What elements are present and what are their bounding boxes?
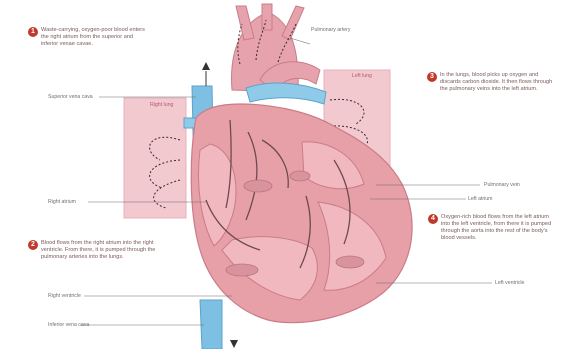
label-pulmonary-vein: Pulmonary vein [484,182,520,188]
label-right-lung: Right lung [150,102,173,108]
label-pulmonary-artery: Pulmonary artery [311,27,351,33]
label-inferior-vena-cava: Inferior vena cava [48,322,89,328]
label-left-ventricle: Left ventricle [495,280,524,286]
step-note-2: 2 Blood flows from the right atrium into… [41,240,165,261]
label-right-ventricle: Right ventricle [48,293,81,299]
step-number-badge: 3 [427,72,437,82]
step-note-text: Waste-carrying, oxygen-poor blood enters… [41,27,151,48]
step-note-text: Blood flows from the right atrium into t… [41,240,165,261]
label-left-lung: Left lung [352,73,372,79]
right-lung-box [124,98,186,218]
label-superior-vena-cava: Superior vena cava [48,94,93,100]
step-number-badge: 4 [428,214,438,224]
label-right-atrium: Right atrium [48,199,76,205]
step-note-text: Oxygen-rich blood flows from the left at… [441,214,559,242]
step-note-4: 4 Oxygen-rich blood flows from the left … [441,214,559,242]
aortic-arch-and-branches [232,4,320,92]
step-note-1: 1 Waste-carrying, oxygen-poor blood ente… [41,27,151,48]
step-note-text: In the lungs, blood picks up oxygen and … [440,72,558,93]
step-number-badge: 1 [28,27,38,37]
step-note-3: 3 In the lungs, blood picks up oxygen an… [440,72,558,93]
label-left-atrium: Left atrium [468,196,493,202]
step-number-badge: 2 [28,240,38,250]
